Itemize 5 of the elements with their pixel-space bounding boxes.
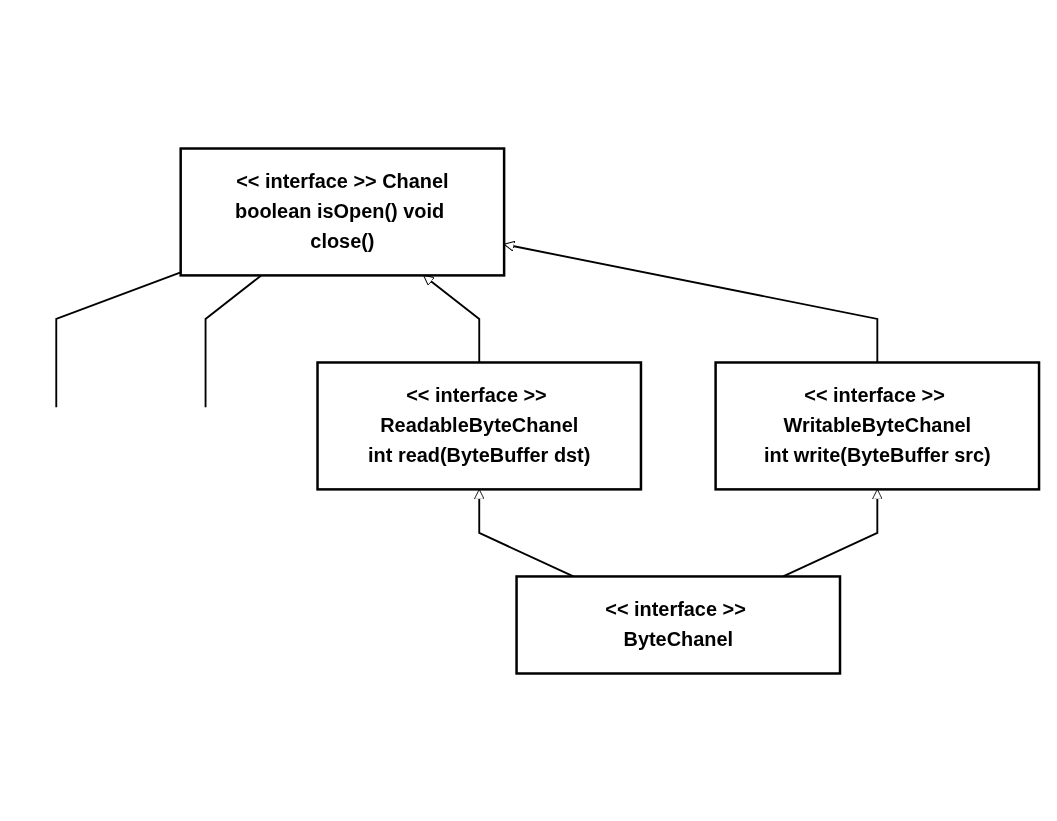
- connector: [54, 271, 182, 408]
- node-box: << interface >> ReadableByteChanel int read(ByteBuffer dst): [315, 360, 642, 491]
- node-box: << interface >> Chanel boolean isOpen() void close(): [178, 146, 505, 277]
- node-box: << interface >> ByteChanel: [514, 574, 841, 675]
- node-box: << interface >> WritableByteChanel int write(ByteBuffer src): [713, 360, 1040, 491]
